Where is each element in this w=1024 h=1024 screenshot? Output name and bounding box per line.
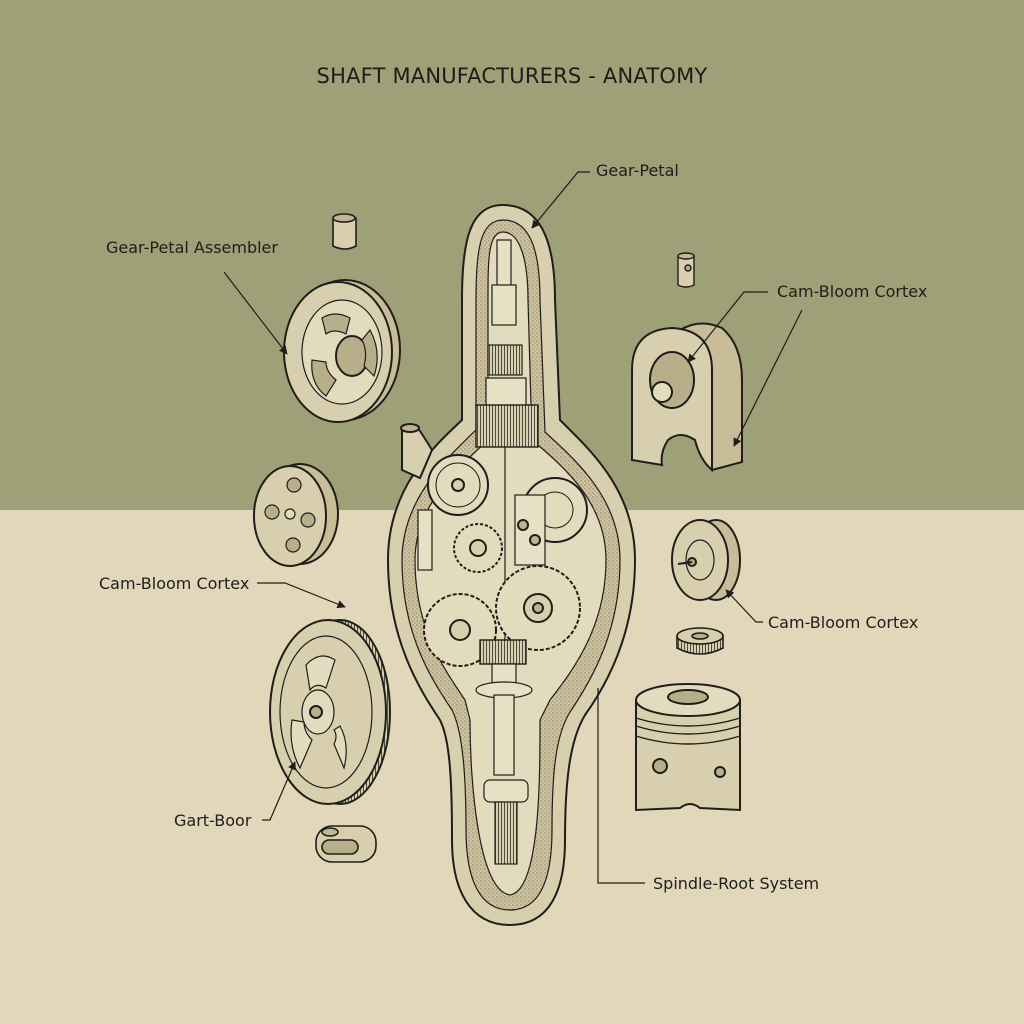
timing-pulley <box>269 619 391 805</box>
label-gear-petal: Gear-Petal <box>596 161 679 180</box>
small-bushing <box>332 213 357 250</box>
leader-lines <box>223 171 803 884</box>
cam-bracket <box>631 322 743 473</box>
spoked-pulley <box>283 279 401 423</box>
label-spindle-root-system: Spindle-Root System <box>653 874 820 893</box>
label-cam-bloom-cortex-top: Cam-Bloom Cortex <box>777 282 928 301</box>
central-shaft-housing <box>386 203 637 927</box>
diagram-title: SHAFT MANUFACTURERS - ANATOMY <box>316 64 708 88</box>
label-gart-boor: Gart-Boor <box>174 811 252 830</box>
small-pin <box>677 252 695 288</box>
four-hole-disc <box>253 463 339 567</box>
label-cam-bloom-cortex-left: Cam-Bloom Cortex <box>99 574 250 593</box>
piston <box>635 683 741 812</box>
label-cam-bloom-cortex-right: Cam-Bloom Cortex <box>768 613 919 632</box>
label-gear-petal-assembler: Gear-Petal Assembler <box>106 238 278 257</box>
grooved-wheel <box>671 519 741 601</box>
flat-washer <box>676 627 724 655</box>
link-block <box>315 825 377 863</box>
